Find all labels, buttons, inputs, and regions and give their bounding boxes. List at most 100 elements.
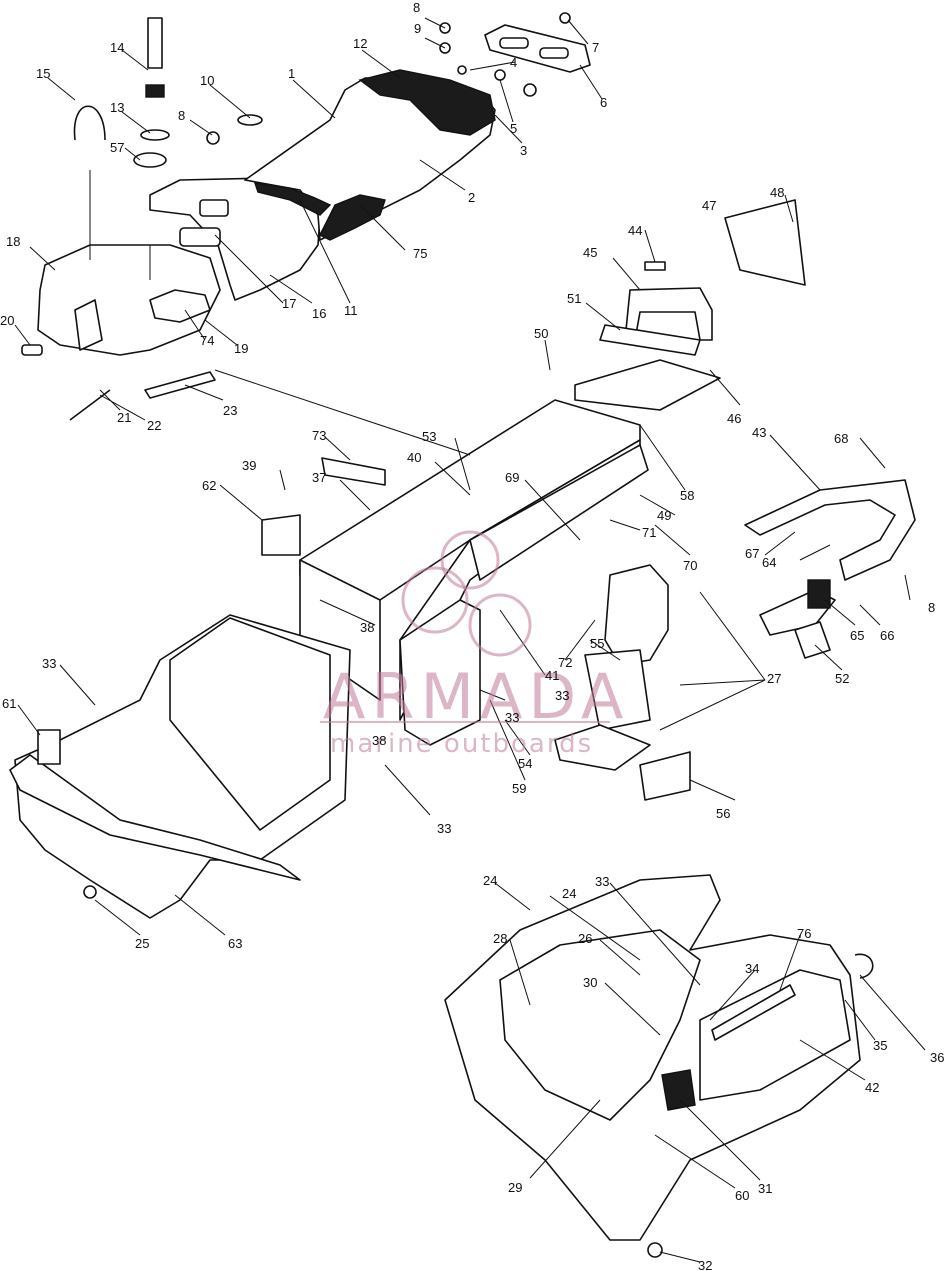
gasket-icon	[140, 129, 170, 141]
watermark-tagline: marine outboards	[330, 729, 593, 759]
fuel-tank-side	[74, 299, 103, 351]
callout-47: 47	[702, 198, 716, 213]
callout-72: 72	[558, 655, 572, 670]
tunnel-strip	[321, 457, 386, 486]
callout-6: 6	[600, 95, 607, 110]
fuel-sender-body	[145, 84, 165, 98]
callout-30: 30	[583, 975, 597, 990]
callout-44: 44	[628, 223, 642, 238]
engine-mount-bracket	[261, 514, 301, 556]
clip-icon	[523, 83, 537, 97]
bulkhead-panel	[399, 599, 481, 746]
mount-plate	[639, 751, 691, 801]
callout-33-belly: 33	[437, 821, 451, 836]
callout-56: 56	[716, 806, 730, 821]
callout-36: 36	[930, 1050, 944, 1065]
callout-64: 64	[762, 555, 776, 570]
nose-pan	[444, 874, 874, 1258]
watermark-logo-ring-left	[401, 566, 469, 634]
callout-69: 69	[505, 470, 519, 485]
callout-35: 35	[873, 1038, 887, 1053]
seat-bracket	[179, 227, 221, 247]
reflector-strip	[794, 621, 831, 659]
callout-16: 16	[312, 306, 326, 321]
callout-54: 54	[518, 756, 532, 771]
callout-67: 67	[745, 546, 759, 561]
callout-46: 46	[727, 411, 741, 426]
callout-9: 9	[414, 21, 421, 36]
nut-icon-2	[206, 131, 220, 145]
callout-31: 31	[758, 1181, 772, 1196]
callout-39: 39	[242, 458, 256, 473]
fuel-tank-recess	[149, 289, 211, 323]
bolt-head-icon	[559, 12, 571, 24]
watermark-logo-ring-right	[468, 593, 532, 657]
grommet-icon	[494, 69, 506, 81]
callout-18: 18	[6, 234, 20, 249]
callout-48: 48	[770, 185, 784, 200]
callout-75: 75	[413, 246, 427, 261]
screw-icon	[457, 65, 467, 75]
callout-53: 53	[422, 429, 436, 444]
callout-58: 58	[680, 488, 694, 503]
snow-flap	[724, 199, 806, 286]
tank-rod	[69, 389, 111, 421]
rear-bumper-rail	[469, 444, 649, 581]
callout-59: 59	[512, 781, 526, 796]
strap-slot-left	[499, 37, 529, 49]
callout-65: 65	[850, 628, 864, 643]
seat-strap-bracket	[484, 24, 591, 73]
seat-side-panel	[358, 69, 496, 136]
callout-2: 2	[468, 190, 475, 205]
callout-66: 66	[880, 628, 894, 643]
watermark: ARMADA marine outboards	[320, 530, 629, 759]
callout-33-lower: 33	[505, 710, 519, 725]
callout-55: 55	[590, 636, 604, 651]
callout-25: 25	[135, 936, 149, 951]
bumper-bar	[9, 754, 301, 881]
callout-4: 4	[510, 55, 517, 70]
tail-light-icon	[807, 579, 831, 609]
callout-29: 29	[508, 1180, 522, 1195]
callout-17: 17	[282, 296, 296, 311]
callout-33-left: 33	[42, 656, 56, 671]
callout-8-left: 8	[178, 108, 185, 123]
fuel-hose	[73, 105, 106, 141]
callout-52: 52	[835, 671, 849, 686]
tunnel-left-wall	[299, 559, 381, 701]
seat-latch	[199, 199, 229, 217]
seat-assembly	[149, 12, 591, 301]
decal-icon	[644, 261, 666, 271]
rear-plate	[599, 324, 701, 356]
callout-45: 45	[583, 245, 597, 260]
callout-21: 21	[117, 410, 131, 425]
callout-22: 22	[147, 418, 161, 433]
seat-front-trim	[253, 182, 332, 216]
tank-strap	[144, 371, 216, 399]
callout-11: 11	[344, 303, 358, 318]
callout-8-right: 8	[928, 600, 935, 615]
callout-51: 51	[567, 291, 581, 306]
callout-41: 41	[545, 668, 559, 683]
nut-icon-4	[647, 1242, 663, 1258]
callout-7: 7	[592, 40, 599, 55]
callout-32: 32	[698, 1258, 712, 1271]
fuel-sender-tube	[147, 17, 163, 69]
callout-74: 74	[200, 333, 214, 348]
chaincase-cover	[604, 564, 669, 666]
seat-lower-trim	[319, 194, 386, 241]
nut-icon-3	[83, 885, 97, 899]
tow-bracket	[37, 729, 61, 765]
callout-20: 20	[0, 313, 14, 328]
suspension-bracket	[584, 649, 651, 731]
rear-panel	[574, 359, 721, 411]
watermark-logo-ring-top	[440, 530, 500, 590]
fuel-tank-assembly	[21, 17, 263, 421]
callout-19: 19	[234, 341, 248, 356]
fuel-fitting	[21, 344, 43, 356]
callout-23: 23	[223, 403, 237, 418]
watermark-brand: ARMADA	[323, 660, 629, 733]
callout-42: 42	[865, 1080, 879, 1095]
callout-8-top: 8	[413, 0, 420, 15]
